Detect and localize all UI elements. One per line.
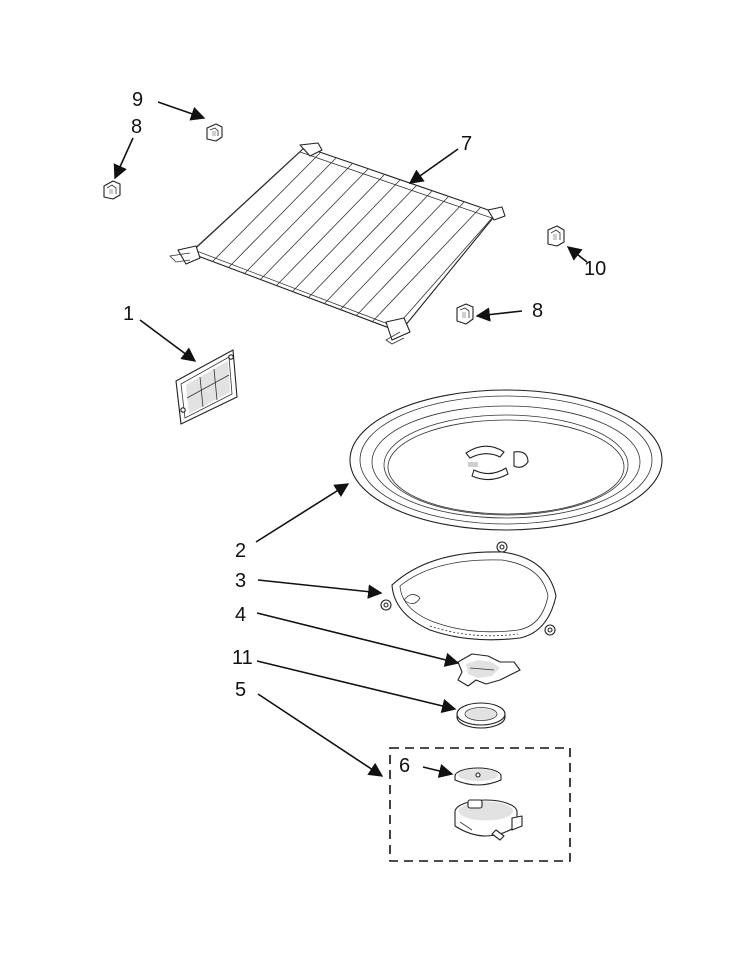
part-1-filter-panel [175,349,238,425]
leader-2 [255,483,350,543]
callout-labels: 9 8 7 10 8 1 2 3 4 11 5 6 [123,89,606,777]
callout-8-right: 8 [532,300,543,322]
leader-8-left [113,137,134,180]
leader-4 [256,612,460,667]
callout-4: 4 [235,604,246,626]
turntable-motor [454,799,523,841]
part-9-clip [206,123,223,142]
callout-1: 1 [123,303,134,325]
leader-3 [257,579,383,599]
part-2-turntable-tray [349,389,663,531]
part-4-coupler [457,653,521,687]
leader-8-right [475,307,523,322]
callout-9: 9 [132,89,143,111]
callout-11: 11 [232,647,253,669]
part-7-wire-rack [169,142,506,345]
part-8-clip-left [103,180,121,200]
callout-2: 2 [235,540,246,562]
leader-5 [257,693,384,777]
callout-10: 10 [584,258,606,280]
leader-9 [157,101,206,121]
part-8-clip-right [456,303,474,325]
callout-8-left: 8 [131,116,142,138]
leader-10 [566,246,588,263]
leader-6 [422,763,454,778]
part-6-disc [454,767,502,786]
callout-6: 6 [399,755,410,777]
leader-11 [256,660,457,713]
part-11-gasket [456,702,506,729]
leader-7 [408,148,459,184]
callout-7: 7 [461,133,472,155]
part-3-roller-ring [380,541,557,641]
callout-5: 5 [235,679,246,701]
part-10-clip [547,225,565,247]
part-5-motor-assembly-box [389,747,571,862]
leader-1 [139,319,197,362]
leader-lines [113,101,588,778]
callout-3: 3 [235,570,246,592]
